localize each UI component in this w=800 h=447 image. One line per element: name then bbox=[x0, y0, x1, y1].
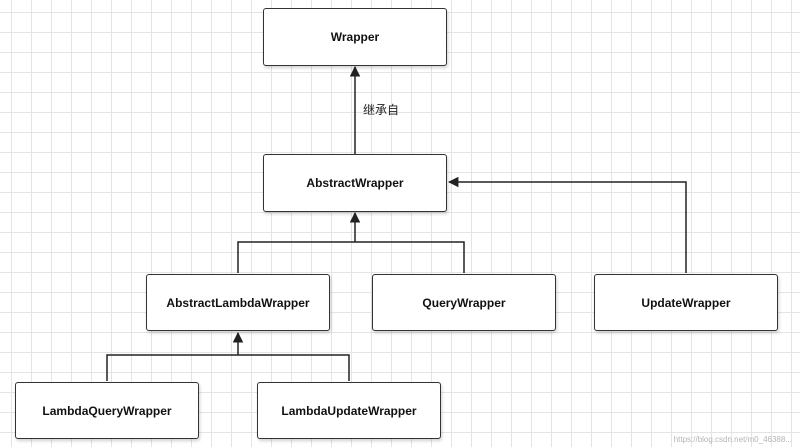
node-query-wrapper[interactable]: QueryWrapper bbox=[372, 274, 556, 331]
node-lambda-update-wrapper[interactable]: LambdaUpdateWrapper bbox=[257, 382, 441, 439]
node-lambda-update-wrapper-label: LambdaUpdateWrapper bbox=[281, 403, 417, 418]
node-update-wrapper-label: UpdateWrapper bbox=[641, 295, 731, 310]
node-abstract-wrapper-label: AbstractWrapper bbox=[306, 176, 404, 190]
node-wrapper[interactable]: Wrapper bbox=[263, 8, 447, 66]
node-query-wrapper-label: QueryWrapper bbox=[422, 295, 506, 310]
node-lambda-query-wrapper[interactable]: LambdaQueryWrapper bbox=[15, 382, 199, 439]
edge-updatewrapper-to-abstractwrapper bbox=[447, 176, 687, 273]
edge-lambdaupdatewrapper-to-abstractlambdawrapper bbox=[238, 354, 350, 381]
edge-abstractlambdawrapper-to-abstractwrapper bbox=[237, 241, 355, 273]
edge-querywrapper-to-abstractwrapper bbox=[355, 241, 465, 273]
edge-lambdaquerywrapper-to-abstractlambdawrapper bbox=[106, 354, 238, 381]
node-wrapper-label: Wrapper bbox=[330, 30, 380, 44]
node-abstract-lambda-wrapper-label: AbstractLambdaWrapper bbox=[166, 295, 310, 310]
node-abstract-wrapper[interactable]: AbstractWrapper bbox=[263, 154, 447, 212]
node-lambda-query-wrapper-label: LambdaQueryWrapper bbox=[42, 403, 172, 418]
inherits-label: 继承自 bbox=[363, 103, 400, 117]
node-abstract-lambda-wrapper[interactable]: AbstractLambdaWrapper bbox=[146, 274, 330, 331]
node-update-wrapper[interactable]: UpdateWrapper bbox=[594, 274, 778, 331]
watermark: https://blog.csdn.net/m0_46388... bbox=[673, 435, 792, 444]
